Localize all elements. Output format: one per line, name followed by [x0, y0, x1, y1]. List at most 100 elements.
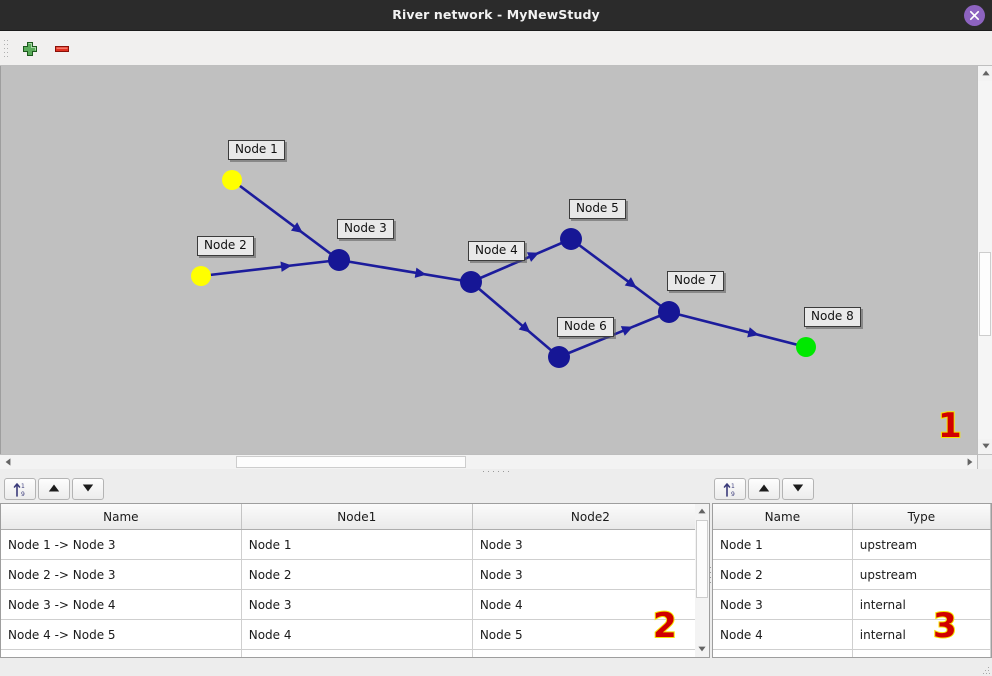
graph-node-label[interactable]: Node 1 — [228, 140, 285, 160]
graph-node-label[interactable]: Node 2 — [197, 236, 254, 256]
column-header[interactable]: Name — [1, 504, 242, 530]
column-header[interactable]: Type — [852, 504, 991, 530]
graph-edge-arrow-icon — [518, 321, 531, 333]
reaches-move-up-button[interactable] — [38, 478, 70, 500]
toolbar-grip[interactable] — [4, 40, 9, 57]
nodes-move-up-button[interactable] — [748, 478, 780, 500]
graph-node[interactable] — [560, 228, 582, 250]
table-cell[interactable]: Node 3 — [713, 589, 853, 620]
graph-edge-arrow-icon — [747, 327, 760, 338]
graph-edge[interactable] — [470, 281, 560, 358]
graph-node-label[interactable]: Node 5 — [569, 199, 626, 219]
horizontal-splitter[interactable] — [0, 469, 992, 475]
table-cell-empty[interactable] — [241, 649, 473, 657]
scroll-down-arrow-icon[interactable] — [978, 439, 992, 454]
canvas-vertical-scrollbar[interactable] — [977, 66, 992, 454]
table-cell-empty[interactable] — [472, 649, 709, 657]
table-cell[interactable]: Node 1 — [241, 529, 473, 560]
vertical-splitter[interactable] — [710, 475, 712, 676]
graph-node[interactable] — [191, 266, 211, 286]
table-cell[interactable]: internal — [852, 589, 991, 620]
graph-edge-arrow-icon — [290, 222, 303, 233]
table-cell[interactable]: Node 3 -> Node 4 — [1, 589, 242, 620]
delete-minus-icon[interactable] — [52, 39, 72, 59]
graph-edge[interactable] — [231, 178, 340, 262]
graph-edge[interactable] — [338, 258, 472, 284]
nodes-move-down-button[interactable] — [782, 478, 814, 500]
svg-text:1: 1 — [21, 483, 25, 490]
graph-edge[interactable] — [570, 237, 670, 314]
table-cell[interactable]: upstream — [852, 529, 991, 560]
table-cell[interactable]: Node 3 — [472, 559, 709, 590]
table-cell[interactable]: Node 2 -> Node 3 — [1, 559, 242, 590]
window-resize-grip[interactable] — [983, 667, 990, 674]
graph-node-label[interactable]: Node 6 — [557, 317, 614, 337]
window-title: River network - MyNewStudy — [392, 7, 600, 22]
table-cell[interactable]: Node 1 — [713, 529, 853, 560]
close-icon[interactable] — [964, 5, 985, 26]
table-cell[interactable]: Node 4 — [472, 589, 709, 620]
column-header[interactable]: Name — [713, 504, 853, 530]
table-cell[interactable]: Node 5 — [472, 619, 709, 650]
column-header[interactable]: Node2 — [472, 504, 709, 530]
table-cell[interactable]: upstream — [852, 559, 991, 590]
canvas-horizontal-scrollbar[interactable] — [0, 454, 977, 469]
scroll-left-arrow-icon[interactable] — [0, 455, 15, 469]
nodes-sort-button[interactable]: 1 9 — [714, 478, 746, 500]
reach-row-empty[interactable] — [1, 649, 709, 657]
graph-node-label[interactable]: Node 4 — [468, 241, 525, 261]
canvas-hscroll-thumb[interactable] — [236, 456, 466, 468]
table-cell-empty[interactable] — [713, 649, 853, 657]
table-cell[interactable]: internal — [852, 619, 991, 650]
graph-node[interactable] — [548, 346, 570, 368]
reaches-scroll-down-arrow-icon[interactable] — [695, 642, 708, 657]
table-cell[interactable]: Node 4 -> Node 5 — [1, 619, 242, 650]
reaches-table-scrollbar[interactable] — [695, 503, 710, 658]
reaches-vscroll-thumb[interactable] — [696, 520, 708, 598]
graph-node[interactable] — [328, 249, 350, 271]
column-header[interactable]: Node1 — [241, 504, 473, 530]
graph-node-label[interactable]: Node 8 — [804, 307, 861, 327]
table-cell[interactable]: Node 3 — [472, 529, 709, 560]
table-cell[interactable]: Node 4 — [241, 619, 473, 650]
table-cell-empty[interactable] — [852, 649, 991, 657]
graph-edge[interactable] — [558, 310, 670, 359]
table-cell[interactable]: Node 3 — [241, 589, 473, 620]
table-cell[interactable]: Node 4 — [713, 619, 853, 650]
canvas-vscroll-thumb[interactable] — [979, 252, 991, 336]
graph-node-label[interactable]: Node 3 — [337, 219, 394, 239]
table-cell[interactable]: Node 2 — [241, 559, 473, 590]
river-network-graph[interactable]: Node 1 Node 2 Node 3 Node 4 Node 5 Node 6 Node… — [2, 66, 963, 453]
table-cell[interactable]: Node 1 -> Node 3 — [1, 529, 242, 560]
node-row-empty[interactable] — [713, 649, 991, 657]
reaches-sort-button[interactable]: 1 9 — [4, 478, 36, 500]
network-canvas-area[interactable]: Node 1 Node 2 Node 3 Node 4 Node 5 Node 6 Node… — [0, 66, 992, 469]
reaches-move-down-button[interactable] — [72, 478, 104, 500]
table-cell[interactable]: Node 2 — [713, 559, 853, 590]
add-plus-icon[interactable] — [20, 39, 40, 59]
reaches-scroll-up-arrow-icon[interactable] — [695, 504, 708, 519]
graph-edge[interactable] — [200, 258, 340, 278]
graph-node-label[interactable]: Node 7 — [667, 271, 724, 291]
graph-edge[interactable] — [668, 310, 807, 349]
graph-node[interactable] — [222, 170, 242, 190]
svg-text:9: 9 — [731, 491, 735, 498]
graph-node[interactable] — [796, 337, 816, 357]
graph-node[interactable] — [658, 301, 680, 323]
scroll-up-arrow-icon[interactable] — [978, 66, 992, 81]
graph-node[interactable] — [460, 271, 482, 293]
svg-text:9: 9 — [21, 491, 25, 498]
scroll-right-arrow-icon[interactable] — [962, 455, 977, 469]
table-cell-empty[interactable] — [1, 649, 242, 657]
